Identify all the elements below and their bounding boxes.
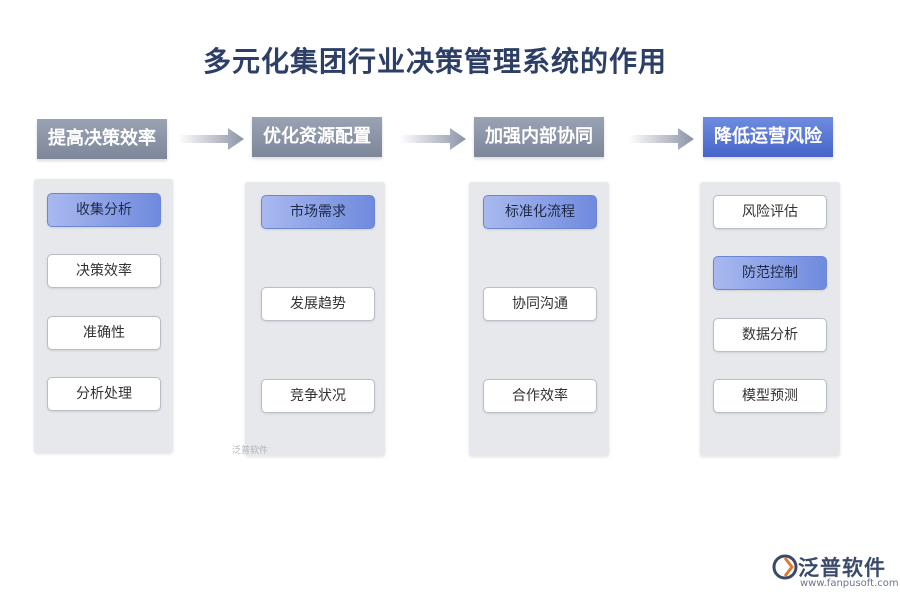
item-standard-process: 标准化流程 (483, 195, 597, 229)
arrow-right-icon (400, 128, 466, 150)
heading-strengthen-collaboration: 加强内部协同 (474, 117, 604, 157)
item-data-analysis: 数据分析 (713, 318, 827, 352)
item-collect-analyze: 收集分析 (47, 193, 161, 227)
item-collaborative-communication: 协同沟通 (483, 287, 597, 321)
page-title: 多元化集团行业决策管理系统的作用 (202, 45, 667, 78)
arrow-right-icon (178, 128, 244, 150)
brand-url: www.fanpusoft.com (800, 578, 899, 589)
watermark-small: 泛普软件 (232, 446, 269, 456)
brand-logo-icon (772, 554, 798, 580)
item-market-demand: 市场需求 (261, 195, 375, 229)
item-analysis-processing: 分析处理 (47, 377, 161, 411)
item-development-trend: 发展趋势 (261, 287, 375, 321)
arrow-right-icon (628, 128, 694, 150)
item-accuracy: 准确性 (47, 316, 161, 350)
heading-improve-efficiency: 提高决策效率 (37, 119, 167, 159)
item-cooperation-efficiency: 合作效率 (483, 379, 597, 413)
item-competition-status: 竞争状况 (261, 379, 375, 413)
item-decision-efficiency: 决策效率 (47, 254, 161, 288)
item-risk-assessment: 风险评估 (713, 195, 827, 229)
item-prevention-control: 防范控制 (713, 256, 827, 290)
item-model-prediction: 模型预测 (713, 379, 827, 413)
heading-reduce-risk: 降低运营风险 (703, 117, 833, 157)
heading-optimize-resources: 优化资源配置 (252, 117, 382, 157)
brand-name: 泛普软件 (798, 556, 886, 580)
